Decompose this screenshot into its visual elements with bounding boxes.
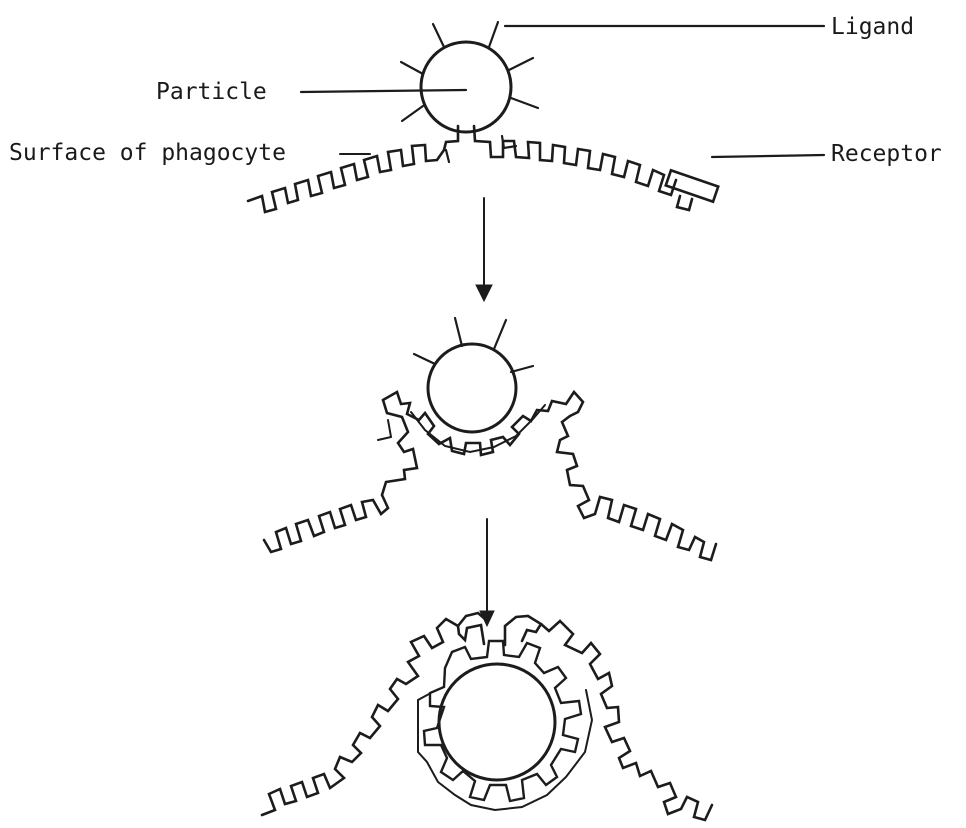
ligand xyxy=(401,62,423,74)
ligand xyxy=(509,58,533,70)
particle-stage-3 xyxy=(439,664,555,780)
ligand-label: Ligand xyxy=(831,14,914,40)
receptor-label: Receptor xyxy=(831,141,942,167)
particle-stage-1 xyxy=(421,42,511,132)
stage-3 xyxy=(262,613,712,820)
ligand xyxy=(433,24,444,47)
right-arm-stage-2 xyxy=(567,470,716,560)
stage-1 xyxy=(248,22,718,212)
particle-label: Particle xyxy=(156,79,267,105)
particle-leader xyxy=(301,90,466,92)
ligand xyxy=(402,106,423,121)
membrane-left-arm-stage-3 xyxy=(262,619,458,815)
arrow-2 xyxy=(480,519,494,626)
stage-2 xyxy=(264,318,716,560)
receptor-leader xyxy=(712,155,824,157)
phagocyte-surface-stage-1 xyxy=(248,126,676,212)
left-detail-stage-2 xyxy=(378,420,391,440)
particle-stage-2 xyxy=(428,344,516,432)
surface-label: Surface of phagocyte xyxy=(9,140,286,166)
ligand xyxy=(489,22,498,47)
arrow-1 xyxy=(476,198,492,301)
labels: Ligand Particle Surface of phagocyte Rec… xyxy=(9,14,942,167)
ligands-stage-1 xyxy=(401,22,538,121)
membrane-right-arm-stage-3 xyxy=(541,621,712,820)
ligand xyxy=(511,98,538,108)
left-arm-stage-2 xyxy=(264,400,417,552)
